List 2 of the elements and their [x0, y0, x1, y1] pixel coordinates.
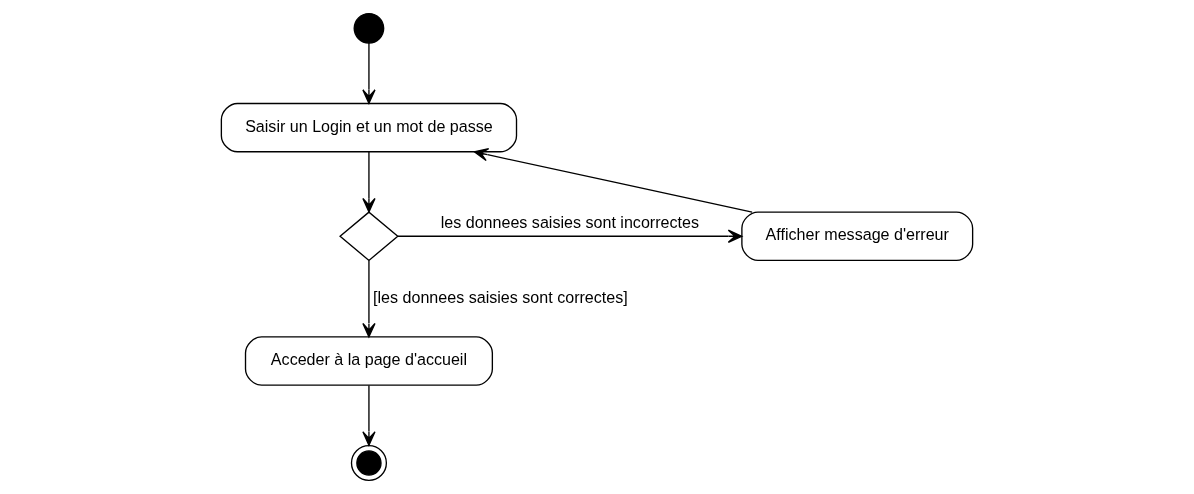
edge-label: les donnees saisies sont incorrectes	[440, 212, 699, 231]
edge-label: [les donnees saisies sont correctes]	[373, 287, 628, 306]
